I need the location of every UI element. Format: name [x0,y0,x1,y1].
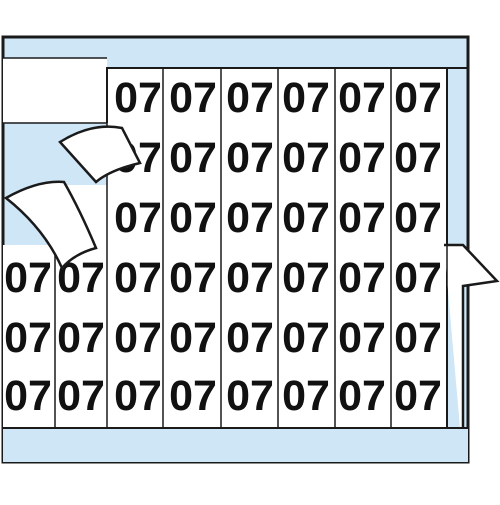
label-area-top-left [3,58,107,123]
wire-marker-label: 07 [169,134,217,182]
bottom-liner-band [3,428,468,462]
wire-marker-label: 07 [169,74,217,122]
wire-marker-label: 07 [226,74,274,122]
wire-marker-label: 07 [114,74,162,122]
wire-marker-label: 07 [4,314,52,362]
wire-marker-label: 07 [282,372,330,420]
wire-marker-label: 07 [169,314,217,362]
wire-marker-label: 07 [338,372,386,420]
wire-marker-label: 07 [338,314,386,362]
wire-marker-label: 07 [114,194,162,242]
wire-marker-label: 07 [282,194,330,242]
wire-marker-label: 07 [282,254,330,302]
wire-marker-label: 07 [394,372,442,420]
peeled-label-lower [3,180,98,271]
wire-marker-label: 07 [226,254,274,302]
peeled-label-upper [58,125,142,184]
wire-marker-label: 07 [282,314,330,362]
wire-marker-label: 07 [4,254,52,302]
wire-marker-label: 07 [226,372,274,420]
wire-marker-label: 07 [114,254,162,302]
wire-marker-label: 07 [4,372,52,420]
label-field-edge [106,67,447,123]
wire-marker-label: 07 [169,372,217,420]
wire-marker-label: 07 [169,254,217,302]
wire-marker-label: 07 [226,134,274,182]
wire-marker-label: 07 [169,194,217,242]
wire-marker-label: 07 [338,134,386,182]
wire-marker-label: 07 [57,314,105,362]
wire-marker-label: 07 [338,74,386,122]
wire-marker-label: 07 [282,74,330,122]
wire-marker-label: 07 [57,372,105,420]
wire-marker-label: 07 [394,314,442,362]
wire-marker-label: 07 [114,372,162,420]
hang-tab [444,243,500,462]
wire-marker-label: 07 [282,134,330,182]
wire-marker-label: 07 [394,74,442,122]
label-grid-lines [3,57,448,428]
wire-marker-label: 07 [394,134,442,182]
wire-marker-label: 07 [226,314,274,362]
wire-marker-label: 07 [394,194,442,242]
wire-marker-label: 07 [394,254,442,302]
wire-marker-label: 07 [338,254,386,302]
wire-marker-label: 07 [114,314,162,362]
wire-marker-label: 07 [226,194,274,242]
wire-marker-label: 07 [338,194,386,242]
label-area-edge [3,57,107,124]
